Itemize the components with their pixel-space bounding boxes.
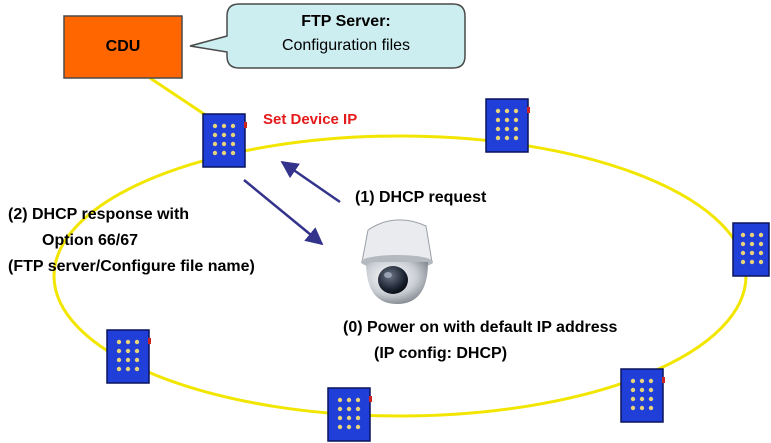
step-power-on-line1: (0) Power on with default IP address: [343, 319, 618, 336]
ftp-callout-bubble: [189, 3, 466, 69]
ftp-server-subtitle: Configuration files: [281, 37, 411, 54]
keypad-device-icon: [106, 329, 151, 384]
keypad-device-icon: [202, 113, 247, 168]
ftp-server-title: FTP Server:: [301, 13, 391, 30]
step-power-on-line2: (IP config: DHCP): [374, 345, 508, 362]
step-dhcp-response-line2: Option 66/67: [42, 232, 139, 249]
keypad-device-icon: [732, 222, 770, 277]
step-dhcp-response-line3: (FTP server/Configure file name): [8, 258, 255, 275]
cdu-box: [63, 15, 183, 79]
arrow-up-left-icon: [280, 160, 341, 204]
arrow-down-right-icon: [243, 179, 324, 246]
cdu-label: CDU: [105, 38, 141, 55]
keypad-device-icon: [327, 387, 372, 442]
keypad-device-icon: [485, 98, 530, 153]
step-dhcp-request: (1) DHCP request: [355, 189, 487, 206]
step-dhcp-response-line1: (2) DHCP response with: [8, 206, 190, 223]
dome-camera-icon: [361, 219, 433, 304]
keypad-device-icon: [620, 368, 665, 423]
set-device-ip-label: Set Device IP: [263, 111, 358, 128]
